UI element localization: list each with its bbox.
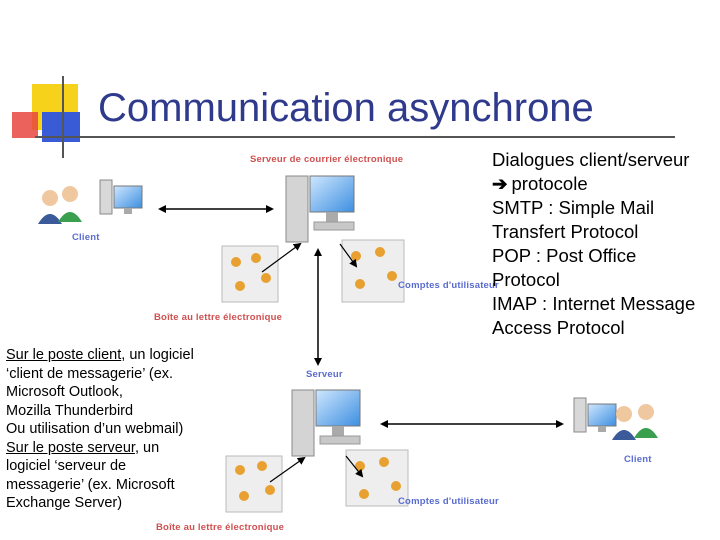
- protocol-line-4: Transfert Protocol: [492, 221, 639, 242]
- protocol-line-6: Protocol: [492, 269, 560, 290]
- label-mailbox-bottom: Boîte au lettre électronique: [156, 522, 285, 533]
- protocol-list: Dialogues client/serveur ➔protocole SMTP…: [492, 148, 718, 340]
- label-user-accounts-top: Comptes d'utilisateur: [398, 280, 499, 291]
- user-accounts-top-icon: [341, 239, 405, 303]
- protocol-line-5: POP : Post Office: [492, 245, 637, 266]
- software-description: Sur le poste client, un logiciel ‘client…: [6, 346, 246, 513]
- protocol-line-2: ➔protocole: [492, 172, 718, 196]
- desc-line-6-rest: , un: [134, 439, 160, 456]
- protocol-line-2-text: protocole: [511, 173, 588, 194]
- desc-line-7: logiciel ‘serveur de: [6, 458, 127, 474]
- client-bottom-icon: [612, 404, 658, 440]
- desc-line-1: Sur le poste client, un logiciel: [6, 346, 246, 365]
- user-accounts-bottom-icon: [345, 449, 409, 507]
- protocol-line-1: Dialogues client/serveur: [492, 149, 690, 170]
- client-post-underline: Sur le poste client: [6, 347, 122, 363]
- slide-title: Communication asynchrone: [98, 86, 594, 130]
- desc-line-3: Microsoft Outlook,: [6, 384, 123, 400]
- server-top-computer-icon: [285, 175, 355, 243]
- desc-line-2: ‘client de messagerie’ (ex.: [6, 365, 174, 382]
- protocol-line-7: IMAP : Internet Message: [492, 293, 696, 314]
- label-mailbox-top: Boîte au lettre électronique: [154, 312, 283, 323]
- label-server: Serveur: [306, 369, 343, 380]
- label-user-accounts-bottom: Comptes d'utilisateur: [398, 496, 499, 507]
- desc-line-4: Mozilla Thunderbird: [6, 402, 134, 419]
- label-client-top: Client: [72, 232, 100, 243]
- title-decoration-red: [12, 112, 38, 138]
- desc-line-6: Sur le poste serveur, un: [6, 439, 246, 458]
- server-bottom-computer-icon: [291, 389, 361, 457]
- mailbox-top-icon: [221, 245, 279, 303]
- mailbox-bottom-icon: [225, 455, 283, 513]
- protocol-line-3: SMTP : Simple Mail: [492, 197, 655, 218]
- protocol-line-8: Access Protocol: [492, 317, 625, 338]
- title-horizontal-rule: [35, 136, 675, 138]
- desc-line-9: Exchange Server): [6, 495, 123, 511]
- desc-line-5: Ou utilisation d’un webmail): [6, 421, 184, 437]
- label-client-bottom: Client: [624, 454, 652, 465]
- label-mail-server: Serveur de courrier électronique: [250, 154, 404, 165]
- client-top-icon: [38, 186, 82, 224]
- client-top-computer-icon: [99, 179, 143, 215]
- desc-line-8: messagerie’ (ex. Microsoft: [6, 476, 175, 493]
- title-vertical-rule: [62, 76, 64, 158]
- server-post-underline: Sur le poste serveur: [6, 439, 135, 456]
- desc-line-1-rest: , un logiciel: [121, 347, 194, 363]
- arrow-right-icon: ➔: [492, 173, 508, 194]
- client-bottom-computer-icon: [573, 397, 617, 433]
